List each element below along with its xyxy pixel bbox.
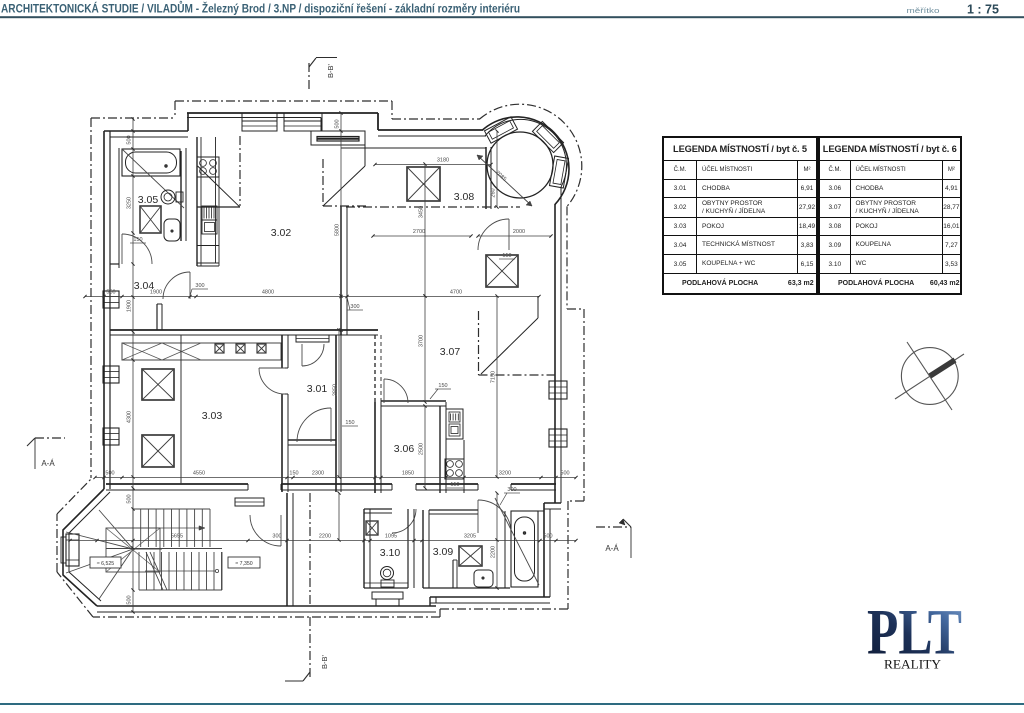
svg-text:150: 150	[438, 383, 447, 389]
svg-text:3205: 3205	[464, 534, 476, 540]
svg-text:2200: 2200	[491, 546, 497, 558]
svg-text:A-Á: A-Á	[605, 544, 619, 553]
svg-text:≈ 7,350: ≈ 7,350	[235, 561, 252, 567]
svg-text:4700: 4700	[450, 290, 462, 296]
svg-text:3.05: 3.05	[138, 194, 159, 206]
svg-text:3700: 3700	[419, 335, 425, 347]
svg-text:3.07: 3.07	[440, 346, 461, 358]
svg-text:3.09: 3.09	[433, 546, 454, 558]
svg-text:3.08: 3.08	[454, 191, 475, 203]
svg-text:7150: 7150	[491, 371, 497, 383]
svg-text:PLT: PLT	[867, 597, 962, 669]
svg-text:měřítko: měřítko	[907, 6, 940, 15]
svg-text:3.10: 3.10	[380, 547, 401, 559]
svg-text:B-B': B-B'	[326, 63, 335, 78]
svg-text:2300: 2300	[312, 471, 324, 477]
svg-text:1 : 75: 1 : 75	[967, 3, 999, 17]
svg-text:1900: 1900	[150, 290, 162, 296]
svg-text:500: 500	[105, 471, 114, 477]
svg-text:A-Á: A-Á	[41, 459, 55, 468]
svg-text:2200: 2200	[319, 534, 331, 540]
svg-text:150: 150	[133, 237, 142, 243]
svg-text:2700: 2700	[413, 229, 425, 235]
svg-text:ARCHITEKTONICKÁ STUDIE / VILAD: ARCHITEKTONICKÁ STUDIE / VILADŮM - Želez…	[1, 0, 520, 15]
svg-text:2000: 2000	[513, 229, 525, 235]
svg-text:4300: 4300	[127, 411, 133, 423]
svg-text:≈ 6,525: ≈ 6,525	[97, 561, 114, 567]
svg-text:B-B': B-B'	[320, 654, 329, 669]
svg-text:3.03: 3.03	[202, 410, 223, 422]
svg-text:500: 500	[127, 135, 133, 144]
svg-text:REALITY: REALITY	[884, 657, 942, 672]
svg-text:4800: 4800	[262, 290, 274, 296]
svg-text:550: 550	[106, 290, 115, 296]
svg-text:1850: 1850	[402, 471, 414, 477]
svg-text:500: 500	[335, 119, 341, 128]
svg-text:2850: 2850	[333, 384, 339, 396]
svg-text:3200: 3200	[499, 471, 511, 477]
svg-text:2500: 2500	[419, 443, 425, 455]
svg-text:500: 500	[543, 534, 552, 540]
svg-text:3.02: 3.02	[271, 227, 292, 239]
svg-text:300: 300	[195, 283, 204, 289]
svg-text:3.01: 3.01	[307, 383, 328, 395]
svg-text:3450: 3450	[419, 206, 425, 218]
svg-text:3250: 3250	[127, 197, 133, 209]
svg-text:150: 150	[345, 420, 354, 426]
svg-text:5800: 5800	[335, 224, 341, 236]
svg-text:1095: 1095	[385, 534, 397, 540]
svg-text:5655: 5655	[171, 534, 183, 540]
svg-text:300: 300	[272, 534, 281, 540]
svg-text:3180: 3180	[437, 158, 449, 164]
svg-text:3.04: 3.04	[134, 280, 155, 292]
svg-text:260: 260	[491, 188, 497, 197]
svg-text:150: 150	[450, 482, 459, 488]
svg-text:500: 500	[127, 494, 133, 503]
svg-text:300: 300	[507, 487, 516, 493]
svg-text:150: 150	[502, 253, 511, 259]
svg-text:4550: 4550	[193, 471, 205, 477]
svg-text:300: 300	[350, 304, 359, 310]
svg-text:500: 500	[560, 471, 569, 477]
svg-text:3.06: 3.06	[394, 443, 415, 455]
svg-text:500: 500	[127, 595, 133, 604]
svg-text:150: 150	[289, 471, 298, 477]
svg-text:1900: 1900	[127, 300, 133, 312]
